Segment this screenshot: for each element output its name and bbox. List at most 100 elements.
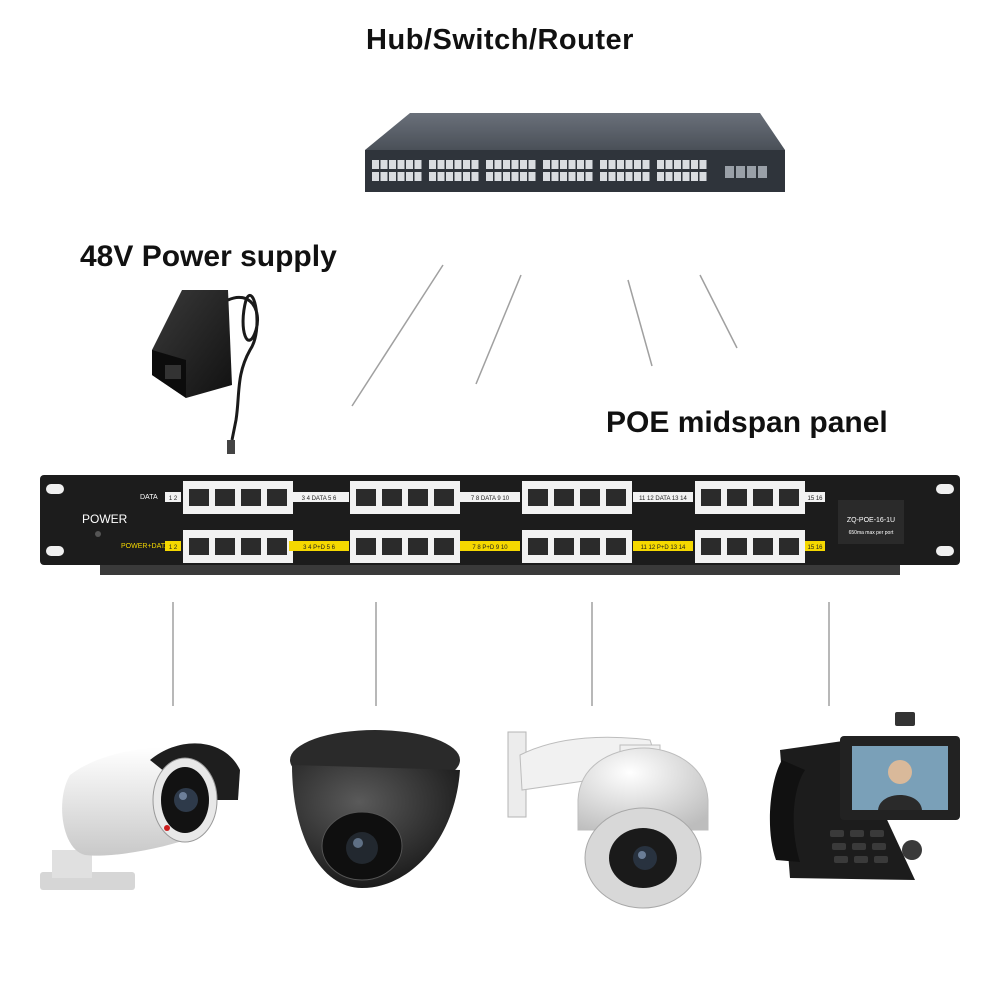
switch-port bbox=[551, 172, 559, 181]
switch-port bbox=[642, 172, 650, 181]
rj45-port bbox=[701, 538, 721, 555]
switch-port bbox=[665, 172, 673, 181]
switch-port bbox=[471, 160, 479, 169]
rj45-port bbox=[779, 489, 799, 506]
switch-port bbox=[674, 160, 681, 169]
switch-port bbox=[642, 160, 650, 169]
psu-ac-socket bbox=[165, 365, 181, 379]
switch-port bbox=[389, 160, 396, 169]
port-tag-text: 3 4 P+D 5 6 bbox=[303, 545, 336, 551]
switch-port bbox=[486, 172, 493, 181]
switch-port bbox=[585, 160, 593, 169]
connector-line bbox=[627, 279, 653, 367]
switch-port bbox=[625, 172, 633, 181]
psu-cable bbox=[227, 294, 259, 441]
panel-port-blocks bbox=[183, 481, 805, 563]
rj45-port bbox=[434, 538, 454, 555]
switch-port bbox=[414, 172, 422, 181]
network-switch bbox=[365, 113, 785, 192]
model-plate bbox=[838, 500, 904, 544]
switch-port bbox=[446, 172, 453, 181]
rj45-port bbox=[753, 538, 773, 555]
port-tag bbox=[633, 541, 693, 551]
switch-port bbox=[577, 172, 584, 181]
ip-video-phone bbox=[769, 712, 960, 880]
phone-handset bbox=[769, 760, 805, 862]
ptz-speed-dome-camera bbox=[507, 731, 709, 909]
switch-port bbox=[520, 160, 527, 169]
connector-line bbox=[699, 274, 738, 349]
port-tag bbox=[289, 541, 349, 551]
port-tag-text: 1 2 bbox=[169, 545, 178, 551]
switch-port bbox=[699, 160, 707, 169]
switch-port bbox=[429, 160, 436, 169]
switch-port bbox=[463, 160, 470, 169]
switch-port bbox=[682, 172, 690, 181]
rj45-port bbox=[779, 538, 799, 555]
switch-port bbox=[429, 172, 436, 181]
port-tag-text: 7 8 P+D 9 10 bbox=[472, 545, 508, 551]
switch-port bbox=[414, 160, 422, 169]
rj45-port bbox=[189, 489, 209, 506]
rack-hole bbox=[936, 546, 954, 556]
rack-hole bbox=[936, 484, 954, 494]
port-tag bbox=[805, 492, 825, 502]
rj45-port bbox=[356, 489, 376, 506]
switch-port bbox=[600, 172, 607, 181]
switch-port bbox=[528, 172, 536, 181]
switch-port bbox=[437, 160, 445, 169]
port-tag-text: 1 2 bbox=[169, 496, 178, 502]
model-spec: 650ma max per port bbox=[849, 530, 894, 536]
switch-port bbox=[682, 160, 690, 169]
rj45-port bbox=[434, 489, 454, 506]
power-supply-label: 48V Power supply bbox=[80, 240, 337, 273]
rj45-port bbox=[382, 538, 402, 555]
midspan-label: POE midspan panel bbox=[606, 406, 888, 439]
switch-sfp-port bbox=[747, 166, 756, 178]
switch-port bbox=[372, 172, 379, 181]
switch-port bbox=[486, 160, 493, 169]
switch-port bbox=[503, 160, 510, 169]
switch-port bbox=[397, 160, 405, 169]
switch-port bbox=[617, 172, 624, 181]
switch-port bbox=[446, 160, 453, 169]
switch-front bbox=[365, 150, 785, 192]
connector-line bbox=[475, 274, 522, 385]
switch-port bbox=[543, 172, 550, 181]
switch-port bbox=[543, 160, 550, 169]
switch-port bbox=[608, 172, 616, 181]
rack-hole bbox=[46, 484, 64, 494]
rj45-port bbox=[753, 489, 773, 506]
port-tag bbox=[460, 541, 520, 551]
panel-lower-edge bbox=[100, 565, 900, 575]
rj45-port bbox=[215, 538, 235, 555]
switch-port bbox=[406, 172, 413, 181]
rj45-port bbox=[408, 489, 428, 506]
port-tag-text: 11 12 DATA 13 14 bbox=[639, 496, 687, 502]
ptz-housing bbox=[577, 747, 709, 831]
rj45-port bbox=[408, 538, 428, 555]
port-tag bbox=[460, 492, 520, 502]
port-tag-text: 3 4 DATA 5 6 bbox=[302, 496, 337, 502]
rj45-port bbox=[727, 489, 747, 506]
dome-lens bbox=[346, 832, 378, 864]
switch-port bbox=[406, 160, 413, 169]
port-tag-text: 11 12 P+D 13 14 bbox=[641, 545, 686, 551]
switch-port bbox=[511, 160, 519, 169]
switch-port bbox=[585, 172, 593, 181]
switch-port bbox=[494, 172, 502, 181]
connector-line bbox=[351, 264, 444, 407]
rj45-port bbox=[241, 489, 261, 506]
ptz-lens bbox=[633, 846, 657, 870]
switch-port bbox=[528, 160, 536, 169]
rj45-port bbox=[554, 489, 574, 506]
rack-hole bbox=[46, 546, 64, 556]
model-number: ZQ-POE-16-1U bbox=[847, 517, 895, 524]
power-led bbox=[95, 531, 101, 537]
rj45-port bbox=[606, 538, 626, 555]
switch-port bbox=[551, 160, 559, 169]
psu-dc-plug bbox=[227, 440, 235, 454]
bullet-camera bbox=[40, 743, 240, 890]
switch-port bbox=[454, 172, 462, 181]
